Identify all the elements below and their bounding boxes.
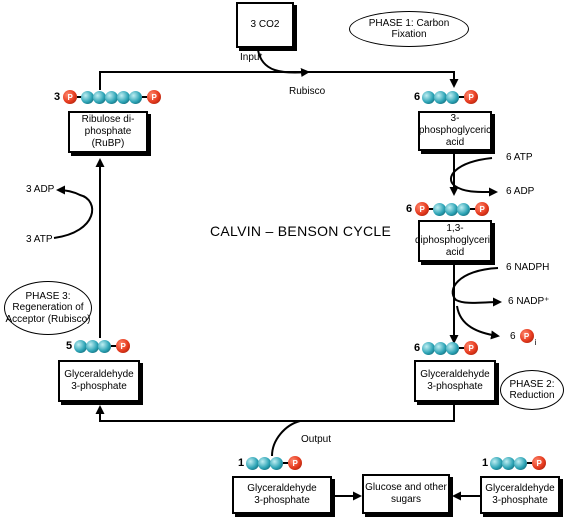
phosphate-icon: P bbox=[532, 456, 547, 470]
bond-line bbox=[142, 96, 148, 98]
pi-count: 6 bbox=[510, 330, 516, 342]
phosphate-icon: P bbox=[116, 339, 131, 353]
pi-release: 6 P i bbox=[510, 329, 536, 347]
arrow-co2-input bbox=[257, 49, 310, 78]
bond-line bbox=[459, 96, 465, 98]
carbon-atom-icon bbox=[490, 456, 504, 470]
arrow-atp-adp bbox=[449, 157, 498, 197]
co2-box: 3 CO2 bbox=[236, 2, 294, 48]
carbon-atom-icon bbox=[422, 341, 436, 355]
carbon-atom-icon bbox=[434, 341, 448, 355]
phosphate-icon: P bbox=[415, 202, 430, 216]
carbon-atom-icon bbox=[514, 456, 528, 470]
phase1-oval: PHASE 1: Carbon Fixation bbox=[349, 11, 469, 47]
bpga-box: 1,3- diphosphoglyceric acid bbox=[415, 220, 495, 262]
arrow-rubp-to-pga bbox=[99, 71, 459, 90]
phosphate-icon: P bbox=[464, 341, 479, 355]
arrow-pi-release bbox=[456, 305, 500, 340]
bond-line bbox=[429, 208, 435, 210]
carbon-atom-icon bbox=[105, 90, 119, 104]
carbon-atom-icon bbox=[445, 202, 459, 216]
molecule-count: 6 bbox=[406, 203, 413, 215]
molecule-count: 6 bbox=[414, 342, 421, 354]
atp-in-label: 6 ATP bbox=[506, 152, 533, 163]
pi-subscript: i bbox=[534, 337, 537, 347]
molecule-count: 1 bbox=[482, 457, 489, 469]
carbon-atom-icon bbox=[457, 202, 471, 216]
carbon-atom-icon bbox=[98, 339, 112, 353]
pga-box: 3-phosphoglyceric acid bbox=[418, 111, 492, 151]
molecule-count: 5 bbox=[66, 340, 73, 352]
adp3-label: 3 ADP bbox=[26, 184, 55, 195]
phase3-oval: PHASE 3: Regeneration of Acceptor (Rubis… bbox=[4, 281, 92, 335]
bond-line bbox=[111, 345, 117, 347]
arrow-atp3-adp3 bbox=[53, 185, 94, 239]
carbon-atom-icon bbox=[86, 339, 100, 353]
carbon-atom-icon bbox=[434, 90, 448, 104]
phosphate-icon: P bbox=[475, 202, 490, 216]
phosphate-icon: P bbox=[63, 90, 78, 104]
nadp-out-label: 6 NADP⁺ bbox=[508, 296, 550, 307]
bond-line bbox=[77, 96, 83, 98]
bond-line bbox=[459, 347, 465, 349]
arrow-g3p-to-g3p-left bbox=[95, 403, 455, 422]
phosphate-icon: P bbox=[288, 456, 303, 470]
g3p-bottom-left-box: Glyceraldehyde 3-phosphate bbox=[232, 476, 332, 514]
phase2-oval: PHASE 2: Reduction bbox=[500, 370, 564, 410]
nadph-in-label: 6 NADPH bbox=[506, 262, 550, 273]
rubisco-label: Rubisco bbox=[289, 86, 326, 97]
carbon-atom-icon bbox=[258, 456, 272, 470]
bond-line bbox=[283, 462, 289, 464]
carbon-atom-icon bbox=[422, 90, 436, 104]
molecule-count: 3 bbox=[54, 91, 61, 103]
carbon-atom-icon bbox=[129, 90, 143, 104]
phosphate-icon: P bbox=[464, 90, 479, 104]
carbon-atom-icon bbox=[93, 90, 107, 104]
atp3-label: 3 ATP bbox=[26, 234, 53, 245]
adp-out-label: 6 ADP bbox=[506, 186, 535, 197]
diagram-title: CALVIN – BENSON CYCLE bbox=[210, 223, 392, 239]
phosphate-icon: P bbox=[147, 90, 162, 104]
carbon-atom-icon bbox=[117, 90, 131, 104]
rubp-box: Ribulose di- phosphate (RuBP) bbox=[68, 111, 148, 153]
arrow-output bbox=[271, 420, 301, 457]
bond-line bbox=[527, 462, 533, 464]
g3p-right-box: Glyceraldehyde 3-phosphate bbox=[414, 360, 496, 402]
phosphate-icon: P bbox=[519, 329, 534, 343]
carbon-atom-icon bbox=[502, 456, 516, 470]
carbon-atom-icon bbox=[74, 339, 88, 353]
molecule-count: 6 bbox=[414, 91, 421, 103]
bond-line bbox=[470, 208, 476, 210]
input-label: Input bbox=[240, 52, 263, 63]
carbon-atom-icon bbox=[81, 90, 95, 104]
carbon-atom-icon bbox=[270, 456, 284, 470]
carbon-atom-icon bbox=[446, 90, 460, 104]
carbon-atom-icon bbox=[446, 341, 460, 355]
g3p-bottom-right-box: Glyceraldehyde 3-phosphate bbox=[480, 476, 560, 514]
glucose-box: Glucose and other sugars bbox=[362, 474, 450, 514]
g3p-left-box: Glyceraldehyde 3-phosphate bbox=[58, 360, 140, 402]
molecule-count: 1 bbox=[238, 457, 245, 469]
arrow-nadph-nadp bbox=[451, 267, 502, 307]
carbon-atom-icon bbox=[433, 202, 447, 216]
output-label: Output bbox=[301, 434, 332, 445]
carbon-atom-icon bbox=[246, 456, 260, 470]
